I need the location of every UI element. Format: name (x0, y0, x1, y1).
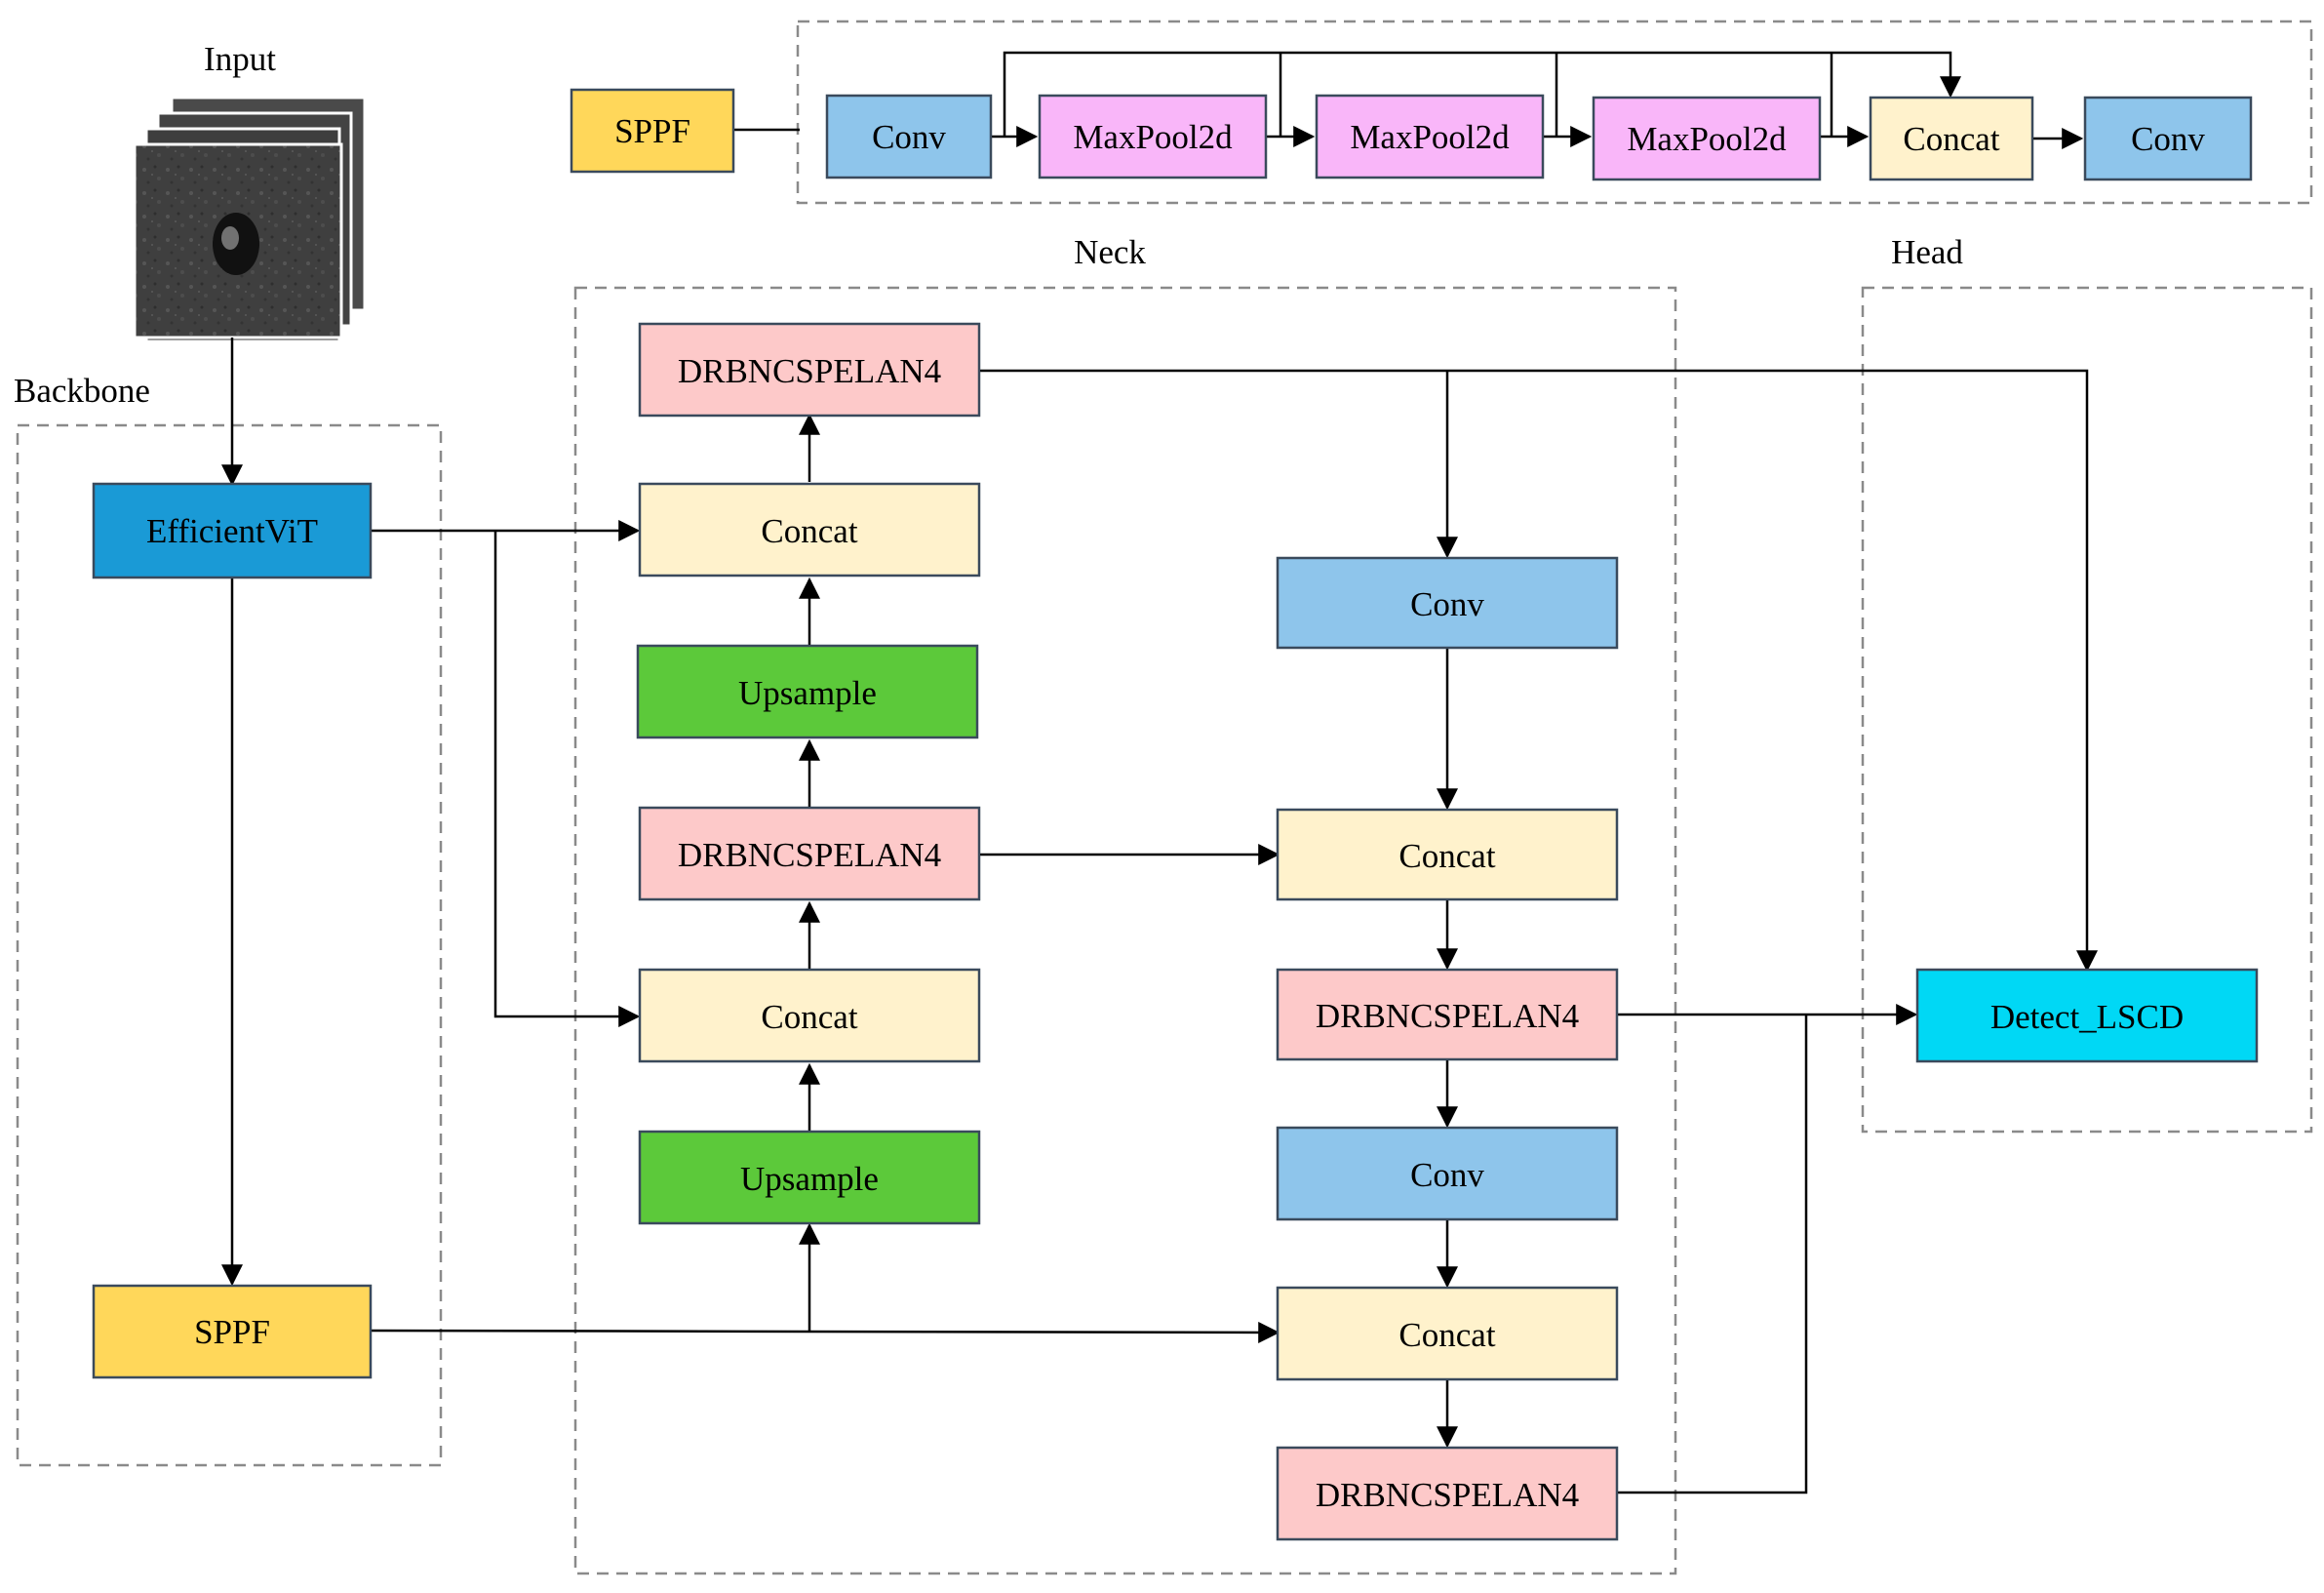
neck-frame (573, 286, 1677, 1575)
neck-drb-right-bottom: DRBNCSPELAN4 (1276, 1446, 1619, 1541)
input-label: Input (204, 40, 276, 78)
neck-drb-right-mid: DRBNCSPELAN4 (1276, 968, 1619, 1061)
neck-conv-right-bottom: Conv (1276, 1126, 1619, 1221)
efficientvit-block: EfficientViT (92, 482, 373, 579)
detect-lscd-block: Detect_LSCD (1915, 968, 2259, 1063)
neck-upsample-top: Upsample (636, 644, 979, 739)
neck-drb-mid-label: DRBNCSPELAN4 (678, 836, 941, 874)
neck-conv-right-top-label: Conv (1410, 585, 1484, 623)
backbone-label: Backbone (14, 372, 150, 410)
input-image-stack (133, 96, 367, 343)
sppf-maxpool-1: MaxPool2d (1038, 94, 1268, 179)
neck-upsample-bottom-label: Upsample (740, 1160, 879, 1198)
backbone-frame (16, 423, 443, 1467)
neck-concat-right-top: Concat (1276, 808, 1619, 901)
neck-label: Neck (1074, 233, 1146, 271)
neck-drb-mid: DRBNCSPELAN4 (638, 806, 981, 901)
neck-drb-top-label: DRBNCSPELAN4 (678, 352, 941, 390)
neck-conv-right-bottom-label: Conv (1410, 1156, 1484, 1194)
head-frame (1861, 286, 2313, 1134)
neck-upsample-top-label: Upsample (738, 674, 877, 712)
sppf-maxpool-2: MaxPool2d (1315, 94, 1545, 179)
sppf-maxpool-2-label: MaxPool2d (1350, 118, 1510, 156)
backbone-sppf-block: SPPF (92, 1284, 373, 1379)
sppf-concat: Concat (1869, 96, 2034, 181)
neck-concat-top-label: Concat (761, 512, 857, 550)
sppf-legend-label: SPPF (614, 112, 690, 150)
neck-drb-top: DRBNCSPELAN4 (638, 322, 981, 418)
neck-conv-right-top: Conv (1276, 556, 1619, 650)
sppf-maxpool-3: MaxPool2d (1592, 96, 1822, 181)
sppf-maxpool-3-label: MaxPool2d (1627, 120, 1787, 158)
sppf-conv-in-label: Conv (872, 118, 946, 156)
head-label: Head (1891, 233, 1963, 271)
sppf-detail-frame (796, 20, 2313, 205)
sppf-conv-in: Conv (825, 94, 993, 179)
neck-upsample-bottom: Upsample (638, 1130, 981, 1225)
efficientvit-label: EfficientViT (146, 512, 318, 550)
neck-concat-right-bottom: Concat (1276, 1286, 1619, 1381)
sppf-concat-label: Concat (1903, 120, 1999, 158)
sppf-conv-out: Conv (2083, 96, 2253, 181)
neck-concat-mid: Concat (638, 968, 981, 1063)
neck-concat-right-bottom-label: Concat (1398, 1316, 1495, 1354)
sppf-maxpool-1-label: MaxPool2d (1073, 118, 1233, 156)
neck-drb-right-mid-label: DRBNCSPELAN4 (1316, 997, 1579, 1035)
neck-concat-mid-label: Concat (761, 998, 857, 1036)
neck-concat-top: Concat (638, 482, 981, 577)
edges (221, 51, 2098, 1494)
neck-drb-right-bottom-label: DRBNCSPELAN4 (1316, 1476, 1579, 1514)
detect-lscd-label: Detect_LSCD (1990, 998, 2184, 1036)
sppf-legend-block: SPPF (570, 88, 735, 174)
sppf-conv-out-label: Conv (2131, 120, 2205, 158)
backbone-sppf-label: SPPF (194, 1313, 270, 1351)
neck-concat-right-top-label: Concat (1398, 837, 1495, 875)
